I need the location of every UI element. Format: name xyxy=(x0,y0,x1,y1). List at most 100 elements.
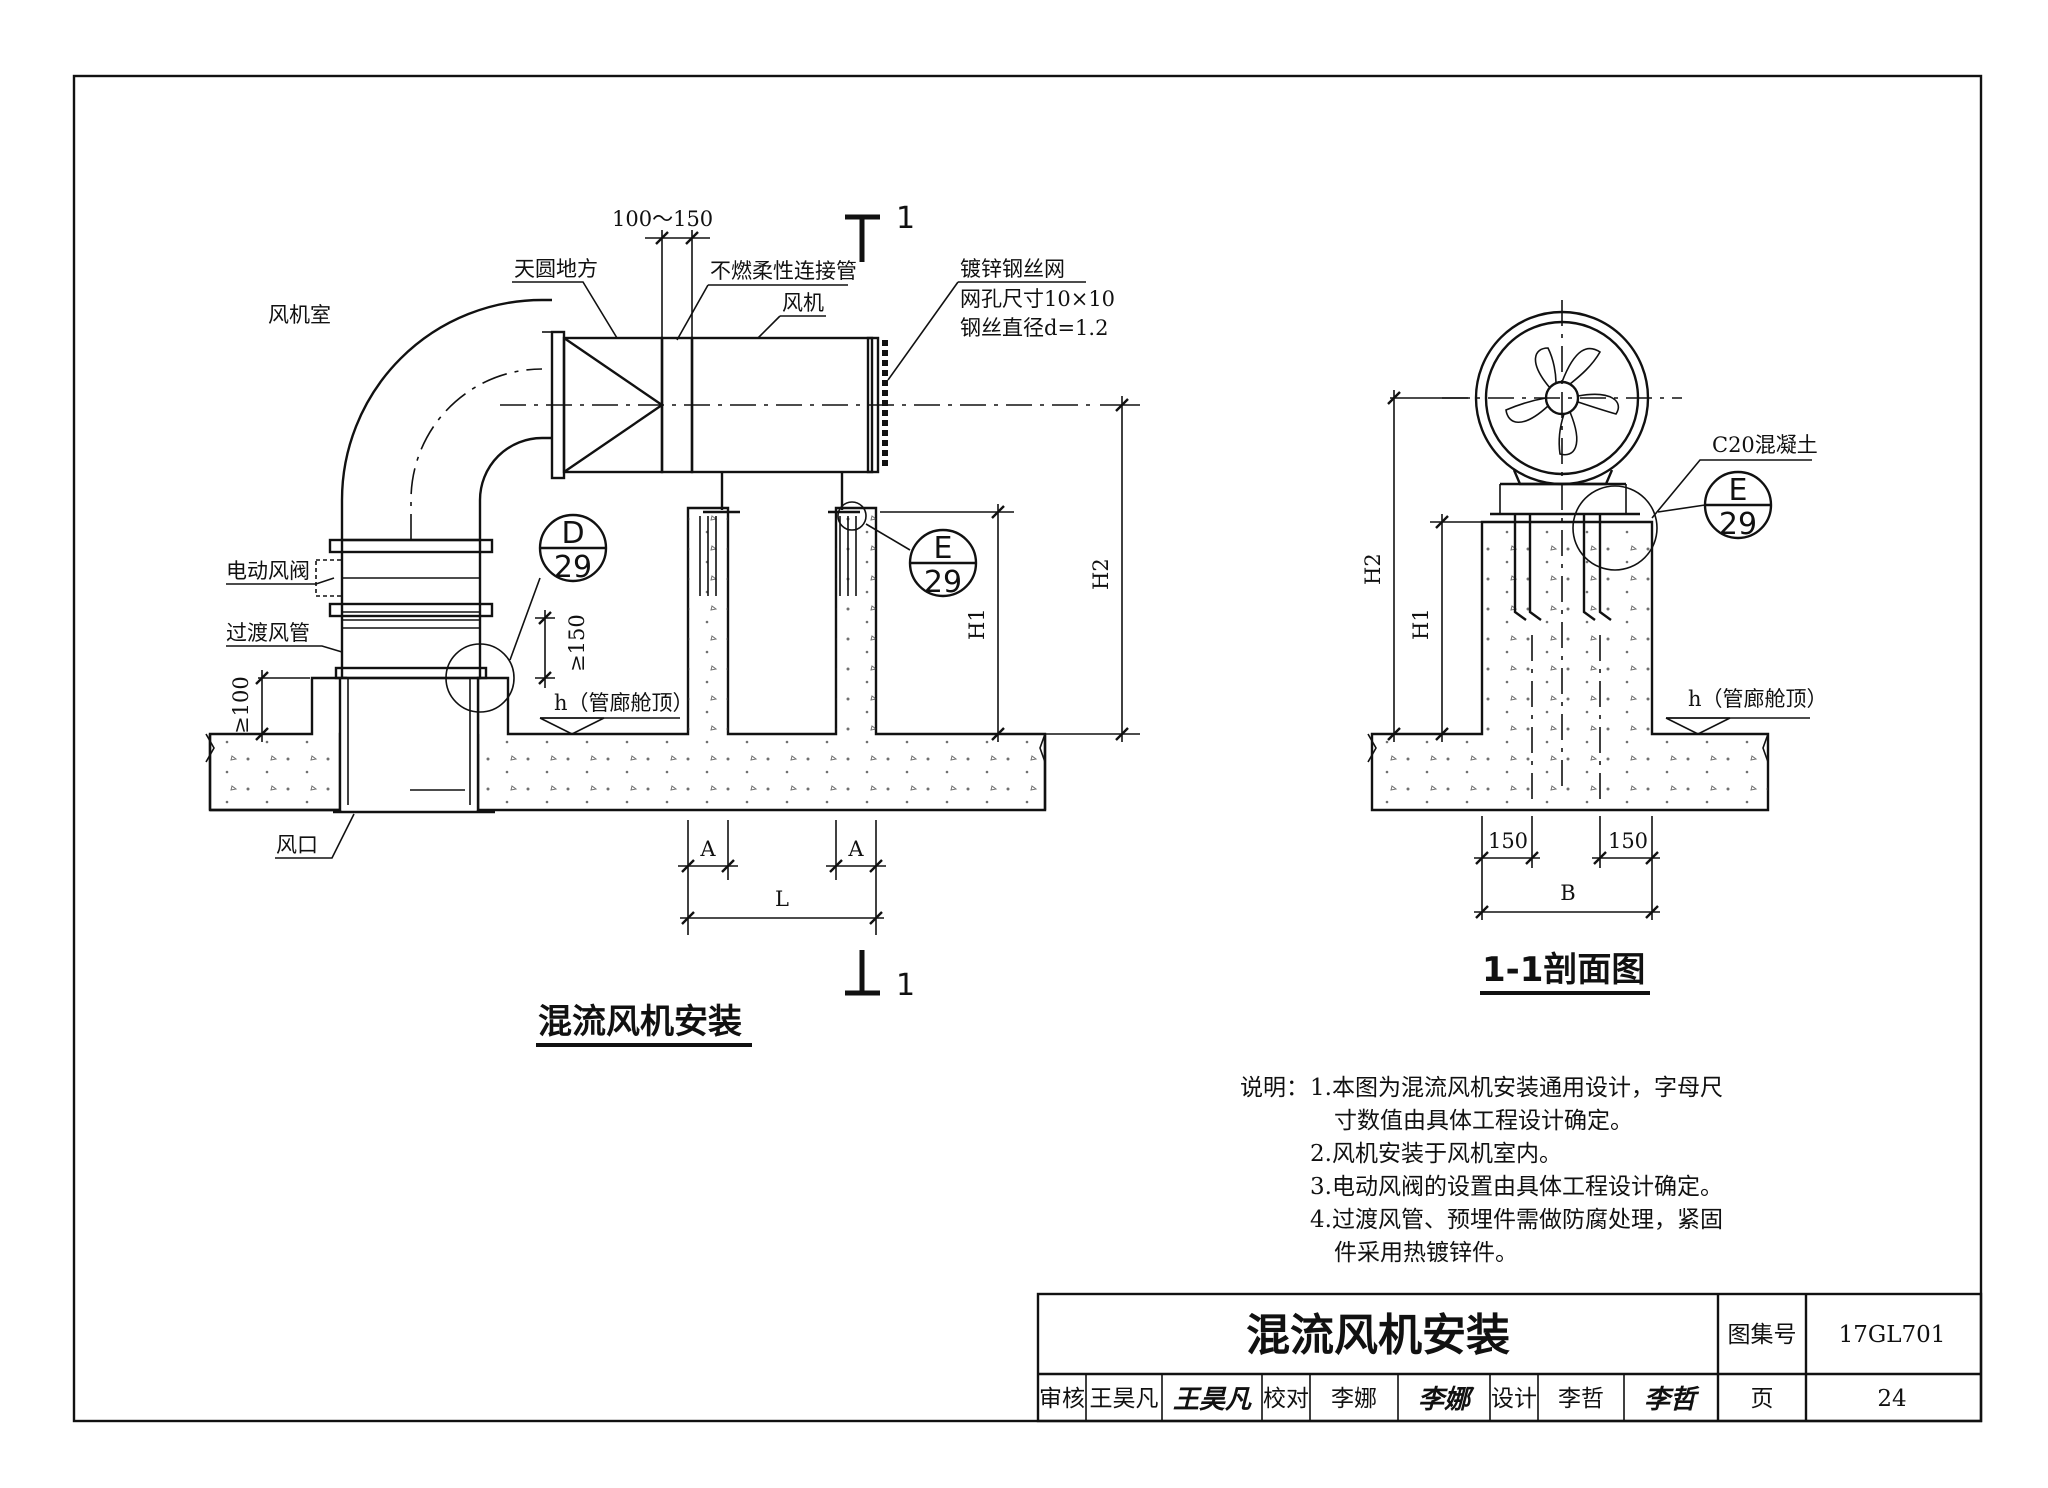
dim-a2-text: A xyxy=(847,837,864,861)
callout-d29: D 29 xyxy=(445,513,608,713)
dim-h2: H2 xyxy=(1045,396,1140,742)
section-dim-h1-text: H1 xyxy=(1409,608,1433,640)
note-line-2: 寸数值由具体工程设计确定。 xyxy=(1334,1108,1633,1134)
leader-flex-pipe: 不燃柔性连接管 xyxy=(676,259,857,341)
tb-page-label: 页 xyxy=(1751,1386,1774,1412)
tb-check-label: 校对 xyxy=(1263,1386,1309,1412)
tb-page-no: 24 xyxy=(1877,1386,1906,1412)
callout-e29-bottom: 29 xyxy=(924,565,962,600)
fan-body xyxy=(690,336,888,514)
label-damper: 电动风阀 xyxy=(226,559,310,583)
section-h-marker: h（管廊舱顶） xyxy=(1665,687,1828,735)
label-concrete: C20混凝土 xyxy=(1712,433,1818,457)
dim-a-right: A xyxy=(826,820,886,880)
leader-mesh: 镀锌钢丝网 网孔尺寸10×10 钢丝直径d=1.2 xyxy=(887,257,1115,381)
dim-a1-text: A xyxy=(699,837,716,861)
callout-d29-top: D xyxy=(561,516,584,551)
section-dim-b: B xyxy=(1474,881,1660,919)
dim-min-100-text: ≥100 xyxy=(229,676,253,734)
dim-h1: H1 xyxy=(880,504,1014,742)
dim-min-100: ≥100 xyxy=(229,670,310,742)
dim-min-150: ≥150 xyxy=(535,610,589,688)
tb-reviewer: 王昊凡 xyxy=(1090,1386,1159,1412)
tb-reviewer-signature: 王昊凡 xyxy=(1173,1385,1252,1415)
label-mesh-2: 网孔尺寸10×10 xyxy=(960,287,1115,311)
leader-damper: 电动风阀 xyxy=(226,559,335,585)
note-line-1: 1.本图为混流风机安装通用设计，字母尺 xyxy=(1310,1075,1723,1101)
section-cut-top: 1 xyxy=(845,201,915,262)
callout-e29s-top: E xyxy=(1729,473,1748,508)
label-h-top: h（管廊舱顶） xyxy=(554,691,694,715)
label-flex-pipe: 不燃柔性连接管 xyxy=(710,259,857,283)
section-dim-h2-text: H2 xyxy=(1361,553,1385,585)
tb-design-label: 设计 xyxy=(1491,1386,1537,1412)
tb-checker-signature: 李娜 xyxy=(1418,1385,1475,1415)
tb-checker: 李娜 xyxy=(1331,1386,1377,1412)
leader-transition: 天圆地方 xyxy=(512,257,618,339)
dim-a-left: A xyxy=(678,820,738,880)
roof-slab xyxy=(205,506,1047,812)
callout-e29-top: E xyxy=(934,531,953,566)
leader-transition-duct: 过渡风管 xyxy=(226,621,343,653)
section-dim-150a-text: 150 xyxy=(1488,829,1528,853)
callout-e29s-bottom: 29 xyxy=(1719,507,1757,542)
section-anchor-bolts xyxy=(1513,514,1612,800)
section-mark-top: 1 xyxy=(896,201,915,236)
notes-heading: 说明： xyxy=(1240,1075,1309,1101)
main-view: 1 1 100～150 天圆地方 不燃柔性连接管 xyxy=(205,201,1140,1047)
label-mesh-3: 钢丝直径d=1.2 xyxy=(960,316,1108,340)
sheet-border xyxy=(72,74,1983,1423)
dim-h1-text: H1 xyxy=(965,608,989,640)
tb-drawing-title: 混流风机安装 xyxy=(1246,1310,1510,1361)
dim-flex-length-text: 100～150 xyxy=(612,207,713,231)
note-line-6: 件采用热镀锌件。 xyxy=(1334,1240,1518,1266)
tb-review-label: 审核 xyxy=(1039,1386,1085,1412)
label-mesh-1: 镀锌钢丝网 xyxy=(960,257,1065,281)
dim-flex-length: 100～150 xyxy=(612,207,713,338)
h-level-marker: h（管廊舱顶） xyxy=(539,691,694,735)
tb-designer: 李哲 xyxy=(1558,1386,1604,1412)
section-view-title: 1-1剖面图 xyxy=(1482,950,1645,990)
electric-damper xyxy=(315,538,494,618)
label-fan: 风机 xyxy=(782,291,824,315)
transition-duct xyxy=(334,538,488,680)
air-outlet xyxy=(333,678,495,814)
label-fan-room: 风机室 xyxy=(268,303,331,327)
section-view: C20混凝土 E 29 H2 H1 h（管廊舱顶） xyxy=(1361,300,1828,995)
callout-e29-main: E 29 xyxy=(865,523,978,600)
title-block: 混流风机安装 图集号 17GL701 页 24 审核 王昊凡 王昊凡 校对 李娜… xyxy=(1036,1292,1983,1423)
main-view-title: 混流风机安装 xyxy=(538,1002,742,1042)
leader-concrete: C20混凝土 xyxy=(1572,433,1818,571)
callout-d29-bottom: 29 xyxy=(554,550,592,585)
tb-atlas-no: 17GL701 xyxy=(1839,1322,1946,1348)
tb-designer-signature: 李哲 xyxy=(1644,1385,1700,1415)
label-transition-duct: 过渡风管 xyxy=(226,621,310,645)
note-line-4: 3.电动风阀的设置由具体工程设计确定。 xyxy=(1310,1174,1723,1200)
anchor-bolts xyxy=(699,501,867,596)
tb-atlas-label: 图集号 xyxy=(1728,1322,1797,1348)
note-line-5: 4.过渡风管、预埋件需做防腐处理，紧固 xyxy=(1310,1207,1723,1233)
elbow-duct xyxy=(340,298,566,540)
dim-l-text: L xyxy=(775,887,789,911)
section-label-h-top: h（管廊舱顶） xyxy=(1688,687,1828,711)
note-line-3: 2.风机安装于风机室内。 xyxy=(1310,1141,1562,1167)
section-dim-h1: H1 xyxy=(1409,514,1482,742)
section-dim-h2: H2 xyxy=(1361,390,1470,742)
section-dim-b-text: B xyxy=(1560,881,1575,905)
dim-min-150-text: ≥150 xyxy=(565,614,589,672)
label-transition: 天圆地方 xyxy=(514,257,598,281)
section-dim-150b-text: 150 xyxy=(1608,829,1648,853)
dim-l: L xyxy=(680,880,884,935)
fan-end-view xyxy=(1442,300,1682,790)
dim-h2-text: H2 xyxy=(1089,558,1113,590)
notes: 说明： 1.本图为混流风机安装通用设计，字母尺 寸数值由具体工程设计确定。 2.… xyxy=(1240,1075,1723,1266)
section-slab xyxy=(1367,520,1770,812)
leader-air-outlet: 风口 xyxy=(275,813,355,859)
callout-e29-section: E 29 xyxy=(1657,470,1773,542)
section-cut-bottom: 1 xyxy=(845,950,915,1003)
section-dim-150-right: 150 xyxy=(1592,816,1660,920)
label-air-outlet: 风口 xyxy=(276,833,318,857)
leader-fan: 风机 xyxy=(757,291,826,339)
section-dim-150-left: 150 xyxy=(1474,816,1540,920)
